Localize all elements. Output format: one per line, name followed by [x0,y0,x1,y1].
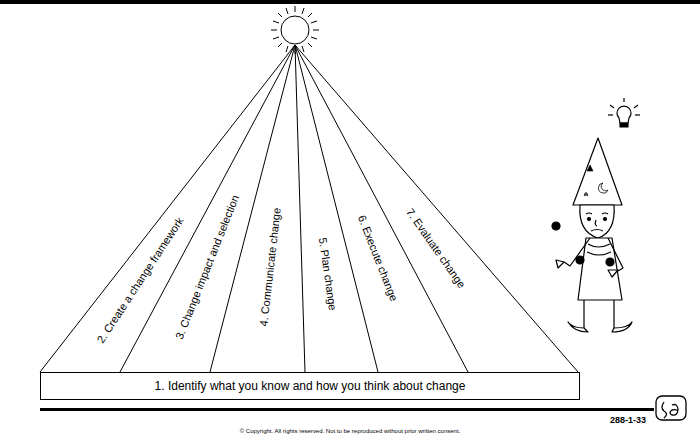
ray-lines [40,45,578,372]
lightbulb [608,98,640,127]
step-label: 5. Plan change [316,237,338,311]
process-box: 1. Identify what you know and how you th… [40,372,580,400]
step-label: 2. Create a change framework [95,215,186,345]
box-text: 1. Identify what you know and how you th… [155,379,466,393]
step-label: 7. Evaluate change [405,206,469,290]
figure-number: 288-1-33 [610,415,646,425]
step-label: 3. Change impact and selection [173,194,241,342]
step-label: 4. Communicate change [257,207,283,327]
top-bar [0,0,700,4]
step-label: 6. Execute change [356,213,400,302]
copyright-note: © Copyright. All rights reserved. Not to… [240,428,461,434]
wizard-figure [552,98,640,332]
logo [656,396,686,420]
footer-rule [40,408,654,411]
